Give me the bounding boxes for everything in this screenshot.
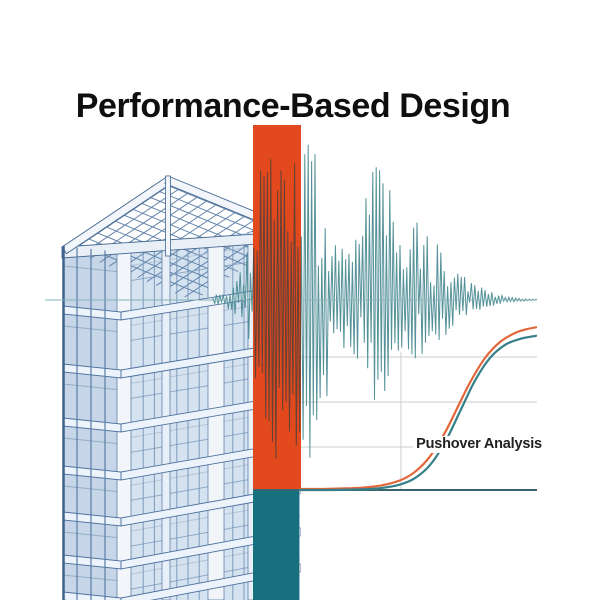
page-title: Performance-Based Design	[75, 86, 511, 125]
pushover-curve-teal	[298, 334, 538, 492]
pushover-curve-orange	[298, 326, 538, 491]
seismogram-trace-over-bar	[253, 159, 301, 459]
pushover-analysis-label: Pushover Analysis	[413, 436, 545, 453]
accent-bar-teal	[253, 491, 299, 600]
